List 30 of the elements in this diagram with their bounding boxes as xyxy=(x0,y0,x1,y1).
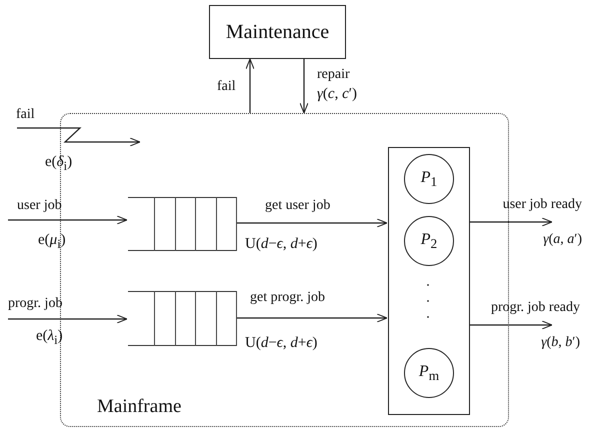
edge-label: user job ready γ(a, a′) xyxy=(502,196,582,249)
edge-label: get user job xyxy=(265,198,330,214)
arrow xyxy=(8,314,128,324)
parameter-label: e(δ$_{i}$) xyxy=(45,154,72,174)
region-title: Mainframe xyxy=(97,396,182,418)
parameter-label: U(d−ϵ, d+ϵ) xyxy=(245,335,318,352)
arrow xyxy=(236,314,388,322)
edge-label: fail xyxy=(217,79,236,94)
parameter-label: e(λ$_{i}$) xyxy=(36,328,63,348)
box-title: Maintenance xyxy=(226,22,330,42)
arrow xyxy=(236,218,388,228)
arrow xyxy=(8,216,128,224)
arrow xyxy=(469,320,552,330)
edge-label: get progr. job xyxy=(250,290,326,306)
processor-label: P$_{m}$ xyxy=(418,364,440,382)
edge-label: repair xyxy=(317,67,350,82)
processor-label: P$_{2}$ xyxy=(420,232,438,250)
maintenance-box xyxy=(209,5,346,59)
parameter-label: γ(c, c′) xyxy=(317,86,358,102)
edge-label: fail xyxy=(16,107,35,122)
arrow xyxy=(469,218,552,226)
arrow xyxy=(17,127,140,146)
arrow xyxy=(300,59,308,114)
arrow xyxy=(246,58,254,113)
parameter-label: U(d−ϵ, d+ϵ) xyxy=(245,236,318,252)
parameter-label: e(μ$_{i}$) xyxy=(38,232,66,252)
edge-label: user job xyxy=(17,198,62,214)
edge-label: progr. job ready γ(b, b′) xyxy=(490,299,580,352)
processor-label: P$_{1}$ xyxy=(420,170,438,188)
edge-label: progr. job xyxy=(8,296,62,312)
